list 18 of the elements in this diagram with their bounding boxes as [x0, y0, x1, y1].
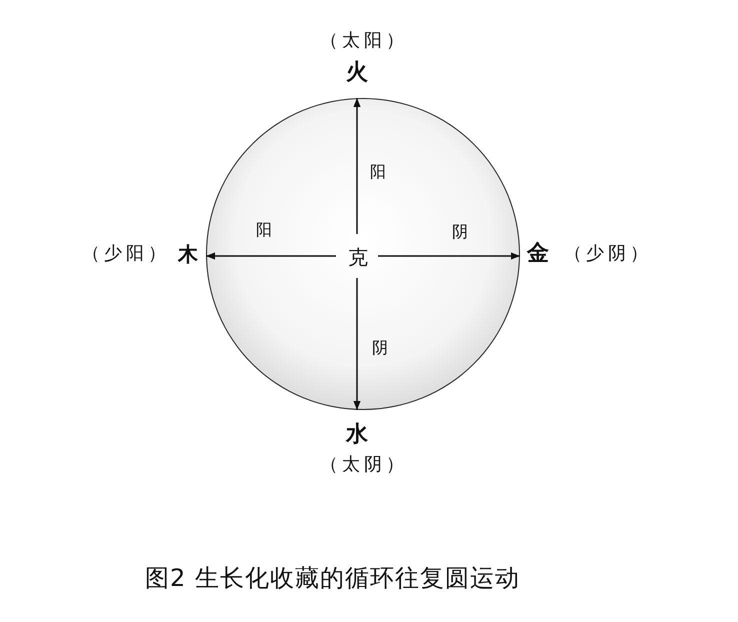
node-label: 水	[346, 424, 368, 446]
arrow	[353, 278, 361, 410]
edge-label: 阴	[452, 224, 468, 240]
beside-label: （太阳）	[320, 32, 408, 50]
beside-label: （少阳）	[82, 245, 170, 263]
node-label: 火	[346, 62, 368, 84]
arrow	[378, 252, 520, 260]
edge-label: 阳	[256, 222, 272, 238]
node-label: 克	[348, 247, 368, 267]
node-label: 木	[178, 244, 198, 264]
beside-label: （太阴）	[320, 456, 408, 474]
caption: 图2 生长化收藏的循环往复圆运动	[145, 563, 520, 594]
beside-label: （少阴）	[564, 245, 652, 263]
edge-label: 阴	[372, 340, 388, 356]
edge-label: 阳	[370, 164, 386, 180]
arrow	[353, 98, 361, 234]
arrow	[206, 252, 336, 260]
node-label: 金	[527, 243, 549, 265]
